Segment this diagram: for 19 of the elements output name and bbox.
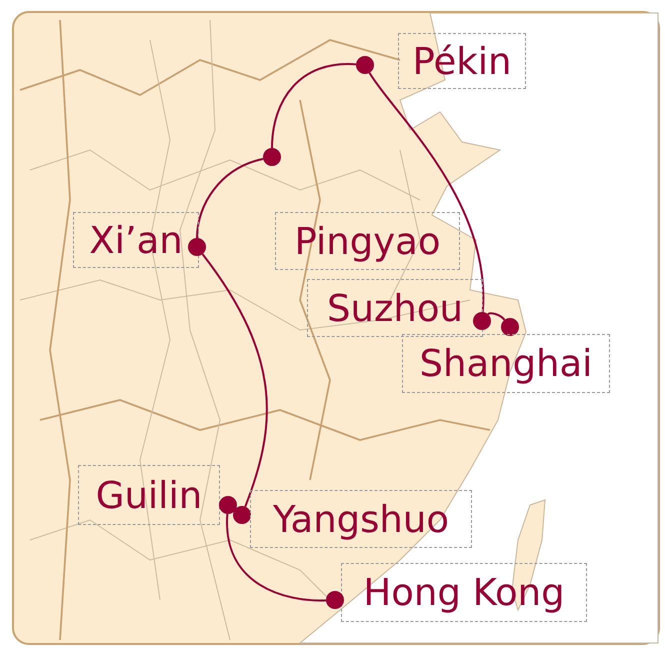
place-label: Yangshuo [250,490,472,548]
location-dot [356,56,374,74]
location-dot [326,591,344,609]
place-label: Guilin [78,465,220,525]
location-dot [233,506,251,524]
route-line [196,158,264,238]
place-label: Shanghai [402,334,610,393]
location-dot [188,238,206,256]
location-dot [263,148,281,166]
place-label: Pingyao [275,212,460,270]
location-dot [219,496,237,514]
location-dot [473,312,491,330]
location-dot [501,318,519,336]
route-line [488,312,506,321]
route-line [368,72,484,312]
route-line [226,514,326,602]
place-label: Pékin [398,33,526,89]
route-line [202,254,268,507]
route-line [271,63,356,148]
